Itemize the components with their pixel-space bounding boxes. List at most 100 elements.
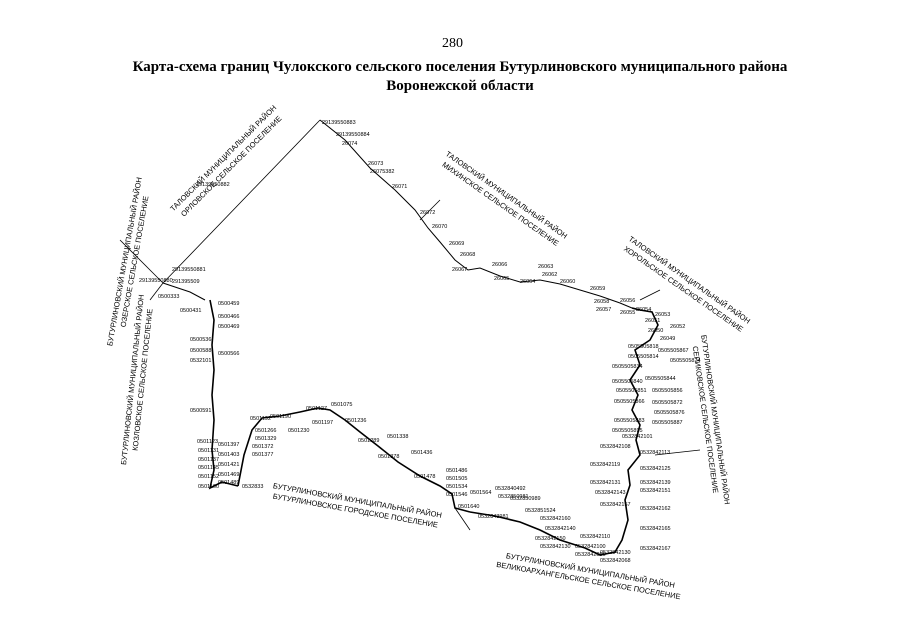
point-label: 26065: [494, 276, 509, 282]
point-label: 0505505866: [614, 399, 645, 405]
point-label: 0501289: [358, 438, 379, 444]
point-label: 0505505883: [614, 418, 645, 424]
point-label: 0505505876: [654, 410, 685, 416]
point-label: 0501266: [255, 428, 276, 434]
neighbor-label-orlovskoe-settlement: ОРЛОВСКОЕ СЕЛЬСКОЕ ПОСЕЛЕНИЕ: [179, 114, 283, 218]
neighbor-boundaries: [119, 119, 701, 531]
point-label: 0501486: [446, 468, 467, 474]
boundary-south-segment: [237, 407, 471, 513]
point-label: 0532842165: [640, 526, 671, 532]
point-label: 26067: [452, 267, 467, 273]
boundary-north-segment: [319, 119, 633, 309]
boundary-west-segment: [208, 299, 239, 490]
point-label: 0501372: [252, 444, 273, 450]
map-title-line-2: Воронежской области: [386, 78, 534, 94]
point-label: 0501377: [252, 452, 273, 458]
point-label: 26054: [636, 307, 651, 313]
point-label: 0501640: [458, 504, 479, 510]
point-label: 0532842119: [590, 462, 620, 468]
point-label: 0500588: [190, 348, 211, 354]
point-label: 0532842140: [545, 526, 576, 532]
point-label: 0532842160: [540, 516, 571, 522]
point-label: 0532101: [190, 358, 211, 364]
point-label: 26060: [560, 279, 575, 285]
point-label: 29139550881: [172, 267, 206, 273]
point-label: 0500459: [218, 301, 239, 307]
point-label: 0505505851: [616, 388, 647, 394]
point-label: 26062: [542, 272, 557, 278]
point-label: 0501421: [218, 462, 239, 468]
point-label: 0532842139: [640, 480, 671, 486]
neighbor-label-orlovskoe-district: ТАЛОВСКИЙ МУНИЦИПАЛЬНЫЙ РАЙОН: [168, 103, 278, 213]
point-label: 0532840492: [495, 486, 526, 492]
orlovskoe-boundary-line: [162, 119, 321, 284]
point-label: 0501152: [198, 474, 219, 480]
point-label: 0501478: [414, 474, 435, 480]
point-label: 26070: [432, 224, 447, 230]
point-label: 29139550882: [196, 182, 230, 188]
point-label: 26052: [670, 324, 685, 330]
point-label: 29139550884: [336, 132, 370, 138]
point-label: 0501197: [312, 420, 333, 426]
point-label: 0501397: [218, 442, 239, 448]
point-label: 0532842113: [640, 450, 670, 456]
point-label: 0501469: [218, 472, 239, 478]
point-label: 29139550880: [139, 278, 173, 284]
point-label: 26074: [342, 141, 357, 147]
point-label: 0505505856: [652, 388, 683, 394]
point-label: 0501436: [411, 450, 432, 456]
point-label: 0501489: [218, 480, 239, 486]
point-label: 0532850981: [498, 494, 529, 500]
point-label: 26059: [590, 286, 605, 292]
point-label: 0532842068: [600, 558, 631, 564]
point-label: 26064: [520, 279, 535, 285]
point-label: 0532842151: [640, 488, 671, 494]
point-label: 0532851524: [525, 508, 556, 514]
point-label: 26071: [392, 184, 407, 190]
point-label: 0501123: [197, 439, 218, 445]
point-labels-east: 26065 26066 26064 26063 26062 26060 2605…: [492, 262, 685, 342]
point-label: 26075382: [370, 169, 394, 175]
point-label: 0532850989: [510, 496, 541, 502]
point-label: 0501564: [470, 490, 491, 496]
ozerskoe-boundary-line: [119, 239, 164, 284]
point-label: 0532842150: [535, 536, 566, 542]
map-title: Карта-схема границ Чулокского сельского …: [90, 58, 830, 96]
point-label: 0505505887: [652, 420, 683, 426]
point-label: 0532842157: [600, 502, 631, 508]
neighbor-label-khorolskoe-settlement: ХОРОЛЬСКОЕ СЕЛЬСКОЕ ПОСЕЛЕНИЕ: [622, 244, 745, 334]
point-label: 0505505834: [612, 364, 643, 370]
chulok-boundary-north: [162, 119, 633, 309]
point-label: 0501131: [198, 448, 219, 454]
point-label: 0532842100: [575, 544, 606, 550]
point-label: 0500333: [158, 294, 179, 300]
point-label: 0505505872: [652, 400, 683, 406]
point-label: 0505505867: [658, 348, 689, 354]
mikhinskoe-boundary-line: [419, 199, 441, 221]
point-labels-south: 0501192 0501190 0501197 0501230 0501266 …: [250, 402, 509, 520]
map-title-line-1: Карта-схема границ Чулокского сельского …: [132, 59, 788, 75]
point-label: 26049: [660, 336, 675, 342]
point-label: 26068: [460, 252, 475, 258]
point-label: 26055: [620, 310, 635, 316]
point-label: 291395509: [172, 279, 200, 285]
point-label: 0505505824: [670, 358, 701, 364]
serikovskoe-boundary-line: [654, 449, 701, 456]
point-label: 26073: [368, 161, 383, 167]
point-label: 0501505: [446, 476, 467, 482]
point-label: 0532842130: [540, 544, 571, 550]
khorolskoe-boundary-line: [639, 289, 661, 301]
point-label: 0532842143: [595, 490, 626, 496]
point-label: 0500469: [218, 324, 239, 330]
point-label: 0501338: [387, 434, 408, 440]
kozlovskoe-boundary-line: [149, 282, 164, 301]
point-label: 0505505814: [628, 354, 659, 360]
point-label: 0532842162: [640, 506, 671, 512]
point-label: 26066: [492, 262, 507, 268]
point-label: 0501190: [270, 414, 291, 420]
point-label: 0532842108: [600, 444, 631, 450]
chulok-boundary-main: [208, 299, 659, 556]
point-labels-southeast: 0532840492 0532850981 0532850989 0532851…: [495, 486, 631, 564]
point-label: 0501546: [446, 492, 467, 498]
